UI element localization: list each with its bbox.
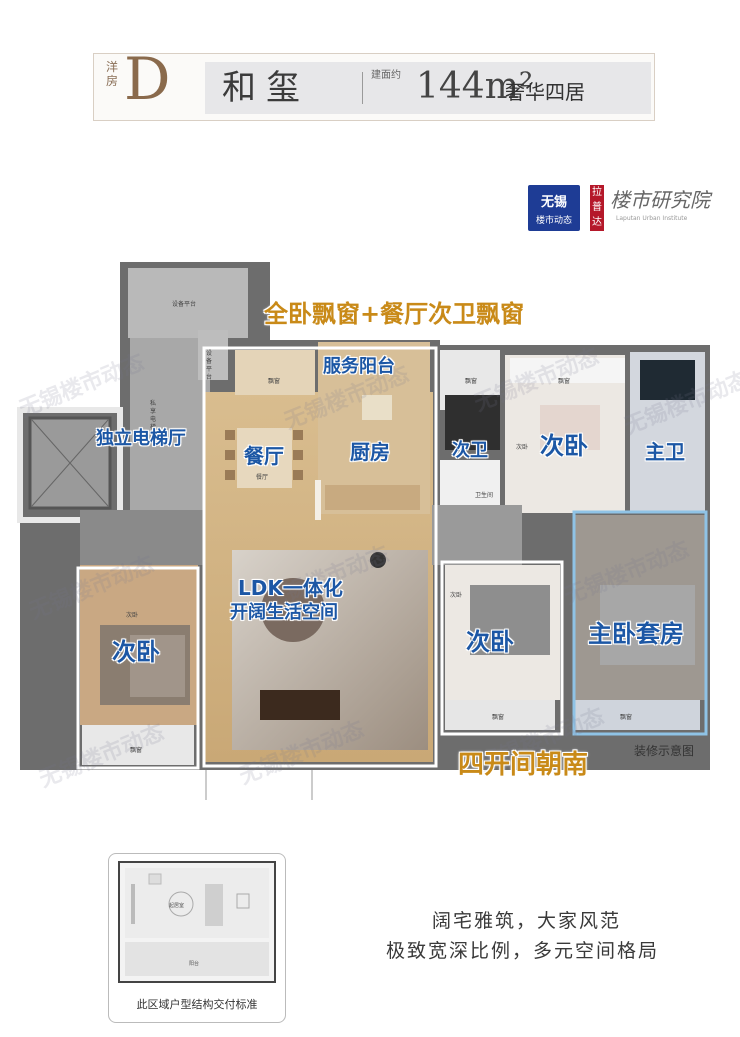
brand-badge: 无锡 楼市动态 [528, 185, 580, 231]
private-hall-label: 私享电梯厅 [150, 400, 157, 439]
room-label-bedroom-top: 次卧 [540, 432, 588, 460]
room-label-master-bath: 主卫 [645, 440, 685, 464]
slogan-line2: 极致宽深比例，多元空间格局 [386, 940, 660, 962]
bay-window-label: 飘窗 [268, 378, 281, 385]
room-label-ldk-line2: 开阔生活空间 [230, 602, 338, 623]
public-bath-label: 卫生间 [475, 492, 494, 499]
bay-window-label: 飘窗 [130, 747, 143, 754]
unit-letter: D [124, 45, 171, 113]
bay-window-label: 飘窗 [492, 714, 505, 721]
bedroom-small-label: 次卧 [450, 592, 463, 599]
room-label-ldk-line1: LDK一体化 [238, 576, 343, 600]
room-label-kitchen: 厨房 [350, 440, 390, 464]
room-label-bedroom-mid: 次卧 [466, 628, 514, 656]
area-value: 144m² [416, 66, 534, 107]
inset-room-label: 起居室 [169, 903, 185, 909]
bottom-highlight-banner: 四开间朝南 [458, 750, 589, 780]
header-divider [362, 72, 363, 104]
bay-window-label: 飘窗 [620, 714, 633, 721]
institute-logo-sub: Laputan Urban Institute [616, 215, 688, 222]
delivery-standard-inset: 起居室 阳台 [108, 853, 286, 1023]
unit-name: 和玺 [222, 68, 310, 108]
room-label-master-suite: 主卧套房 [588, 620, 684, 648]
slogan-line1: 阔宅雅筑，大家风范 [432, 910, 622, 932]
brand-badge-line1: 无锡 [540, 195, 567, 210]
room-label-service-balcony: 服务阳台 [323, 356, 395, 377]
institute-logo: 楼市研究院 [610, 188, 710, 212]
unit-type: 奢华四居 [505, 80, 585, 104]
floor-plan [17, 262, 710, 800]
room-label-second-bath: 次卫 [452, 440, 488, 461]
room-label-dining: 餐厅 [244, 444, 284, 468]
inset-plan [118, 861, 276, 983]
rendering-caption: 装修示意图 [634, 744, 695, 758]
room-label-bedroom-left: 次卧 [112, 638, 160, 666]
dining-small-label: 餐厅 [256, 474, 269, 481]
category-tag: 洋房 [105, 60, 118, 88]
inset-balcony-label: 阳台 [189, 961, 200, 967]
garden-platform-label: 设备平台 [172, 301, 197, 308]
red-tag-logo: 拉普达 [590, 185, 604, 231]
brand-badge-line2: 楼市动态 [535, 216, 572, 226]
bay-window-label: 飘窗 [465, 378, 478, 385]
equipment-label: 设备平台 [206, 350, 213, 381]
header-bar [205, 62, 651, 114]
bedroom-small-label: 次卧 [516, 444, 529, 451]
bay-window-label: 飘窗 [558, 378, 571, 385]
inset-caption: 此区域户型结构交付标准 [136, 998, 258, 1011]
bedroom-small-label: 次卧 [126, 612, 139, 619]
room-label-elevator-hall: 独立电梯厅 [96, 428, 186, 449]
area-label: 建面约 [371, 70, 401, 81]
top-highlight-banner: 全卧飘窗+餐厅次卫飘窗 [264, 300, 525, 328]
